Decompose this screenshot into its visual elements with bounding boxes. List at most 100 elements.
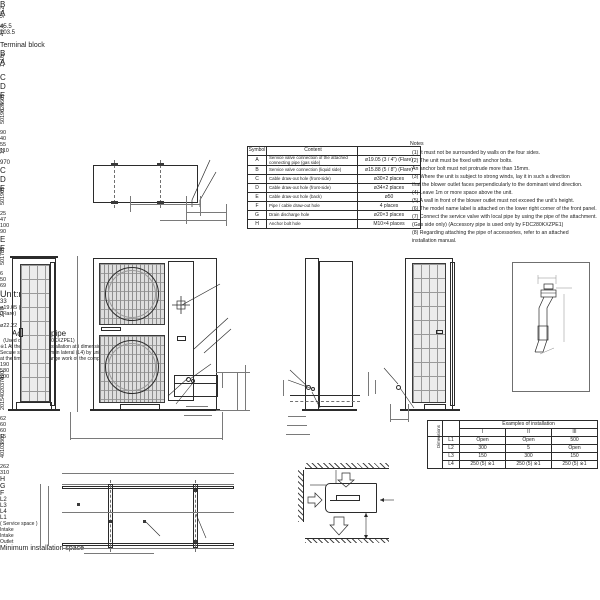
row-label: L2 [442,444,460,453]
service-panel [168,261,194,401]
dim-100: 100 [0,223,10,229]
hole-marker [143,520,146,523]
table-row: L2 300 5 Open [428,444,598,453]
bottom-plan-leaders [145,487,207,539]
symbol-cell: E [247,192,267,203]
value-cell: ø19.05 (3 / 4") (Flare) [357,154,421,167]
table-row: L3 150 300 150 [428,452,598,461]
hole-d [191,379,195,383]
fan-circle-upper [105,267,159,321]
notes-title: Notes [410,141,424,147]
front-view-callout-a: A [0,58,6,67]
label-outlet: Outlet [0,539,14,545]
table-row: Dimensions L1 Open Open 500 [427,425,598,469]
back-view: E F 85 175 50 6 50 69 [0,235,600,422]
dim-580: 580 [0,368,10,374]
dim-6: 6 [0,271,4,277]
back-view-leaders [383,367,415,409]
col-header: I [459,428,506,437]
heat-exchanger-coil [20,264,50,402]
symbol-cell: C [247,174,267,185]
front-view: Terminal block B A 1505 C D F [0,42,600,440]
col-header: II [505,428,552,437]
front-view-callout-c: C [0,73,6,82]
cell: 150 [551,452,598,461]
dim-55: 55 [0,142,7,148]
hole-marker [194,489,197,492]
cell: Open [505,436,552,445]
airflow-arrows [307,470,394,539]
dim-50-b: 50 [0,277,7,283]
content-cell: Service valve connection (liquid side) [266,165,358,176]
content-cell: Service valve connection of the attached… [266,154,358,167]
right-view-callout-d: D [0,175,6,184]
bolt-mark [157,201,164,204]
acc-dim-flare-note: (Flare) [0,311,17,317]
symbol-cell: B [247,165,267,176]
wall-left [298,470,303,522]
front-detail-leaders [167,363,212,405]
note-item: (Gas side only) (Accessory pipe is used … [412,222,564,228]
dim-69: 69 [0,283,7,289]
symbol-table-header-symbol: Symbol [247,146,267,156]
cell: 250 (5) ※1 [551,460,598,469]
installation-footnote: at the time of the exchange work of the … [0,356,115,362]
dim-60: 60 [0,422,7,428]
bolt-mark [111,201,118,204]
table-row: A Service valve connection of the attach… [247,154,421,167]
right-view-callout-c: C [0,166,6,175]
dim-970: 970 [0,160,11,166]
installation-caption: Examples of installation [459,420,598,429]
bolt-mark [157,163,164,166]
hole-marker [77,503,80,506]
cell: Open [459,436,506,445]
cell: 300 [459,444,506,453]
cell: 300 [505,452,552,461]
unit-label: Unit:mm [0,289,34,299]
fan-circle-lower [105,340,159,394]
cell: Open [551,444,598,453]
cell: 5 [505,444,552,453]
symbol-cell: D [247,183,267,194]
symbol-cell: F [247,201,267,212]
installation-footnote: ※1 At the time of the installation at Ⅰ … [0,344,105,350]
content-cell: Anchor bolt hole [266,219,358,230]
terminal-block-label: Terminal block [0,42,45,49]
symbol-table: Symbol Content A Service valve connectio… [247,146,421,230]
note-item: An anchor bolt must not protrude more th… [412,166,530,172]
cell: 250 (5) ※1 [505,460,552,469]
note-item: (3) Where the unit is subject to strong … [412,174,570,180]
top-view: B A 90.2 45.5 103.5 49.6 [0,0,600,226]
row-label: L1 [442,436,460,445]
value-cell: M10×4 places [357,219,421,230]
symbol-cell: G [247,210,267,221]
note-item: (2) The unit must be fixed with anchor b… [412,158,513,164]
content-cell: Cable draw-out hole (front-side) [266,183,358,194]
cell: 250 (5) ※1 [459,460,506,469]
dim-60-b: 60 [0,428,7,434]
table-row: L4 250 (5) ※1 250 (5) ※1 250 (5) ※1 [428,460,598,469]
front-view-leaders-ba [193,317,232,354]
note-item: (4) Leave 1m or more space above the uni… [412,190,513,196]
hole-marker [109,520,112,523]
row-label: L4 [442,460,460,469]
hole-marker [194,540,197,543]
dim-45-5: 45.5 [0,24,12,30]
dim-90: 90 [0,229,7,235]
heat-exchanger-coil [412,263,446,403]
bottom-plan-callout-h: H [0,476,6,483]
acc-dim-22-22: ø22.22 [0,323,18,329]
bottom-plan-callout-f: F [0,490,5,497]
note-item: installation manual. [412,238,457,244]
hole-e [396,385,401,390]
content-cell: Drain discharge hole [266,210,358,221]
front-view-callout-f: F [0,91,5,100]
installation-table: Examples of installation I II III Dimens… [427,420,598,469]
back-view-callout-e: E [0,235,6,244]
dim-200: 200 [0,374,10,380]
symbol-cell: H [247,219,267,230]
col-header: III [551,428,598,437]
note-item: (1) It must not be surrounded by walls o… [412,150,541,156]
dim-110: 110 [0,148,9,154]
